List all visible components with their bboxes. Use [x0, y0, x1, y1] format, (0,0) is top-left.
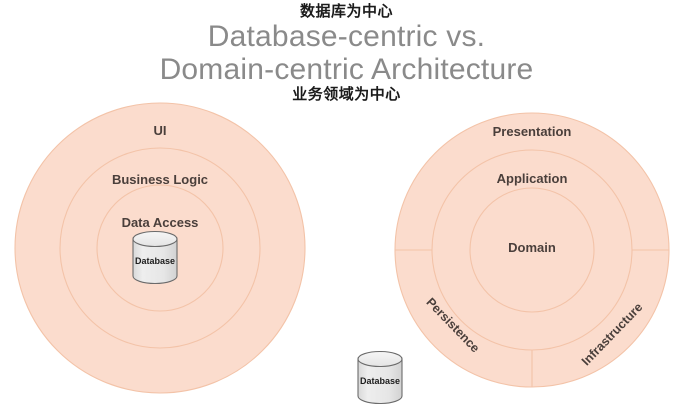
right-ring-inner-domain	[469, 187, 595, 313]
cylinder-top	[357, 350, 403, 368]
cylinder-body	[357, 358, 403, 405]
left-ring-label-data-access: Data Access	[122, 215, 199, 230]
cylinder-top	[132, 230, 178, 248]
right-architecture-group: Presentation Application Domain Persiste…	[394, 112, 670, 388]
database-cylinder-outer: Database	[357, 350, 403, 405]
left-ring-middle-business-logic	[59, 147, 261, 349]
database-cylinder-outer-label: Database	[360, 376, 400, 386]
database-cylinder-inner-label: Database	[135, 256, 175, 266]
right-ring-label-application: Application	[497, 171, 568, 186]
left-ring-label-ui: UI	[154, 123, 167, 138]
left-ring-label-business-logic: Business Logic	[112, 172, 208, 187]
left-architecture-group: UI Business Logic Data Access Database	[14, 102, 306, 394]
right-ring-label-presentation: Presentation	[493, 124, 572, 139]
cylinder-body	[132, 238, 178, 285]
right-ring-label-domain: Domain	[508, 240, 556, 255]
left-ring-inner-data-access	[96, 184, 224, 312]
database-cylinder-inner: Database	[132, 230, 178, 285]
